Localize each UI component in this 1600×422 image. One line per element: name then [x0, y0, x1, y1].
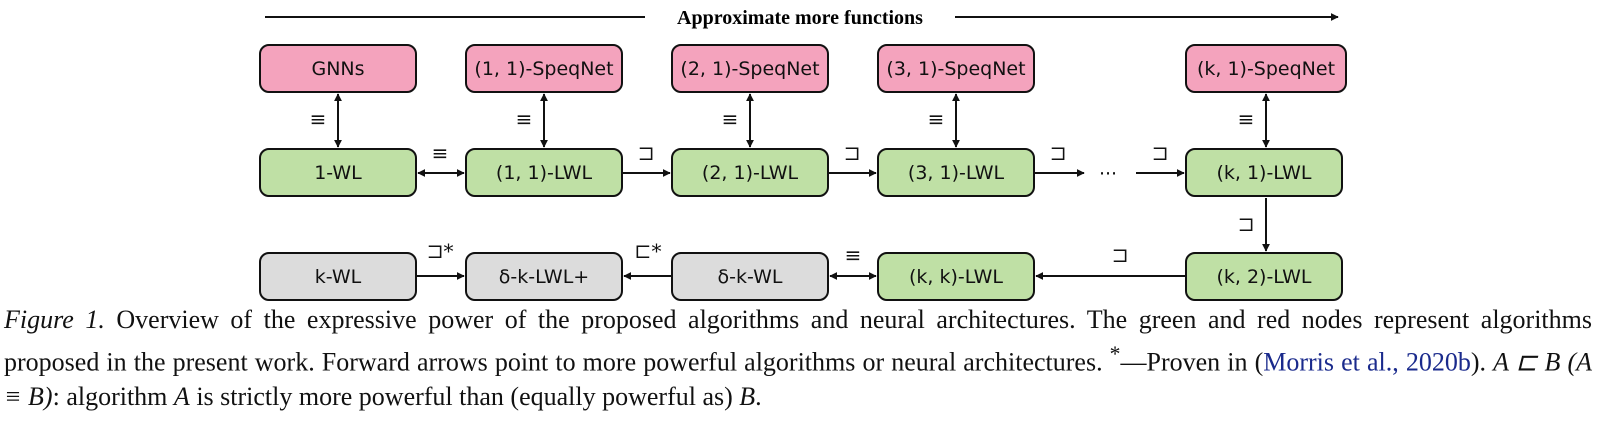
node-speqnet-21: (2, 1)-SpeqNet — [671, 44, 829, 93]
edge-speqnet21-lwl21: ≡ — [722, 93, 754, 148]
edge-lwlkk-deltakwl: ≡ — [829, 243, 877, 280]
node-1-wl-label: 1-WL — [314, 162, 362, 184]
header-arrow: Approximate more functions — [265, 7, 1339, 29]
caption-star: * — [1109, 342, 1121, 366]
node-speqnet-21-label: (2, 1)-SpeqNet — [680, 58, 819, 80]
relation-more-5: ⊐ — [1238, 212, 1255, 236]
edge-1wl-lwl11: ≡ — [417, 141, 465, 177]
figure-caption: Figure 1. Overview of the expressive pow… — [4, 303, 1592, 414]
node-delta-k-wl-label: δ-k-WL — [718, 266, 783, 288]
node-lwl-kk: (k, k)-LWL — [877, 252, 1035, 301]
relation-equiv-1wl: ≡ — [432, 141, 449, 165]
edge-deltakwl-deltaklwlplus: ⊏* — [623, 239, 672, 280]
node-lwl-k2: (k, 2)-LWL — [1185, 252, 1343, 301]
node-lwl-31-label: (3, 1)-LWL — [908, 162, 1005, 184]
caption-text-2: ). — [1470, 347, 1494, 377]
relation-more-4: ⊐ — [1152, 141, 1169, 165]
node-k-wl: k-WL — [259, 252, 417, 301]
node-k-wl-label: k-WL — [315, 266, 362, 288]
caption-text-4: is strictly more powerful than (equally … — [189, 381, 740, 411]
relation-equiv-gnns: ≡ — [310, 107, 327, 131]
figure-label: Figure 1. — [4, 305, 105, 334]
node-gnns-label: GNNs — [311, 58, 364, 80]
edge-lwlk2-lwlkk: ⊐ — [1035, 243, 1186, 280]
relation-less-star: ⊏* — [635, 239, 662, 263]
caption-proven-in: —Proven in ( — [1120, 347, 1264, 377]
node-lwl-kk-label: (k, k)-LWL — [909, 266, 1003, 288]
relation-more-1: ⊐ — [638, 141, 655, 165]
node-lwl-11: (1, 1)-LWL — [465, 148, 623, 197]
relation-equiv-11: ≡ — [516, 107, 533, 131]
edge-lwl21-lwl31: ⊐ — [828, 141, 877, 177]
edge-speqnet31-lwl31: ≡ — [928, 93, 960, 148]
relation-more-2: ⊐ — [844, 141, 861, 165]
citation-link[interactable]: Morris et al., 2020b — [1263, 347, 1471, 377]
edge-lwlk1-lwlk2: ⊐ — [1238, 198, 1270, 252]
caption-var-a: A — [173, 381, 190, 411]
relation-more-6: ⊐ — [1112, 243, 1129, 267]
node-lwl-k1-label: (k, 1)-LWL — [1216, 162, 1311, 184]
node-1-wl: 1-WL — [259, 148, 417, 197]
node-gnns: GNNs — [259, 44, 417, 93]
caption-text-5: . — [755, 381, 762, 411]
caption-text-3: : algorithm — [52, 381, 174, 411]
relation-more-star: ⊐* — [427, 239, 454, 263]
node-delta-k-lwl-plus-label: δ-k-LWL+ — [499, 266, 589, 288]
relation-equiv-31: ≡ — [928, 107, 945, 131]
node-lwl-31: (3, 1)-LWL — [877, 148, 1035, 197]
relation-equiv-21: ≡ — [722, 107, 739, 131]
node-lwl-k1: (k, 1)-LWL — [1185, 148, 1343, 197]
node-delta-k-lwl-plus: δ-k-LWL+ — [465, 252, 623, 301]
edge-gnns-1wl: ≡ — [310, 93, 342, 148]
expressive-power-diagram: Approximate more functions GNNs (1, 1)-S… — [259, 7, 1347, 301]
relation-equiv-kk: ≡ — [845, 243, 862, 267]
node-lwl-21-label: (2, 1)-LWL — [702, 162, 799, 184]
node-speqnet-k1: (k, 1)-SpeqNet — [1185, 44, 1347, 93]
node-speqnet-k1-label: (k, 1)-SpeqNet — [1197, 58, 1335, 80]
node-lwl-11-label: (1, 1)-LWL — [496, 162, 593, 184]
caption-formula: A ⊏ B (A ≡ B) — [4, 347, 1592, 411]
edge-speqnet11-lwl11: ≡ — [516, 93, 548, 148]
caption-text-1: Overview of the expressive power of the … — [4, 305, 1592, 377]
relation-equiv-k1: ≡ — [1238, 107, 1255, 131]
node-speqnet-11: (1, 1)-SpeqNet — [465, 44, 623, 93]
header-label: Approximate more functions — [677, 7, 923, 29]
ellipsis: ··· — [1099, 163, 1117, 185]
node-speqnet-31: (3, 1)-SpeqNet — [877, 44, 1035, 93]
edge-kwl-deltaklwlplus: ⊐* — [416, 239, 465, 280]
node-lwl-k2-label: (k, 2)-LWL — [1216, 266, 1311, 288]
edge-lwl11-lwl21: ⊐ — [622, 141, 671, 177]
relation-more-3: ⊐ — [1050, 141, 1067, 165]
edge-ellipsis-lwlk1: ⊐ — [1136, 141, 1185, 177]
node-speqnet-31-label: (3, 1)-SpeqNet — [886, 58, 1025, 80]
edge-speqnetk1-lwlk1: ≡ — [1238, 93, 1270, 148]
node-speqnet-11-label: (1, 1)-SpeqNet — [474, 58, 613, 80]
edge-lwl31-ellipsis: ⊐ — [1034, 141, 1085, 177]
node-lwl-21: (2, 1)-LWL — [671, 148, 829, 197]
caption-var-b: B — [739, 381, 756, 411]
node-delta-k-wl: δ-k-WL — [671, 252, 829, 301]
